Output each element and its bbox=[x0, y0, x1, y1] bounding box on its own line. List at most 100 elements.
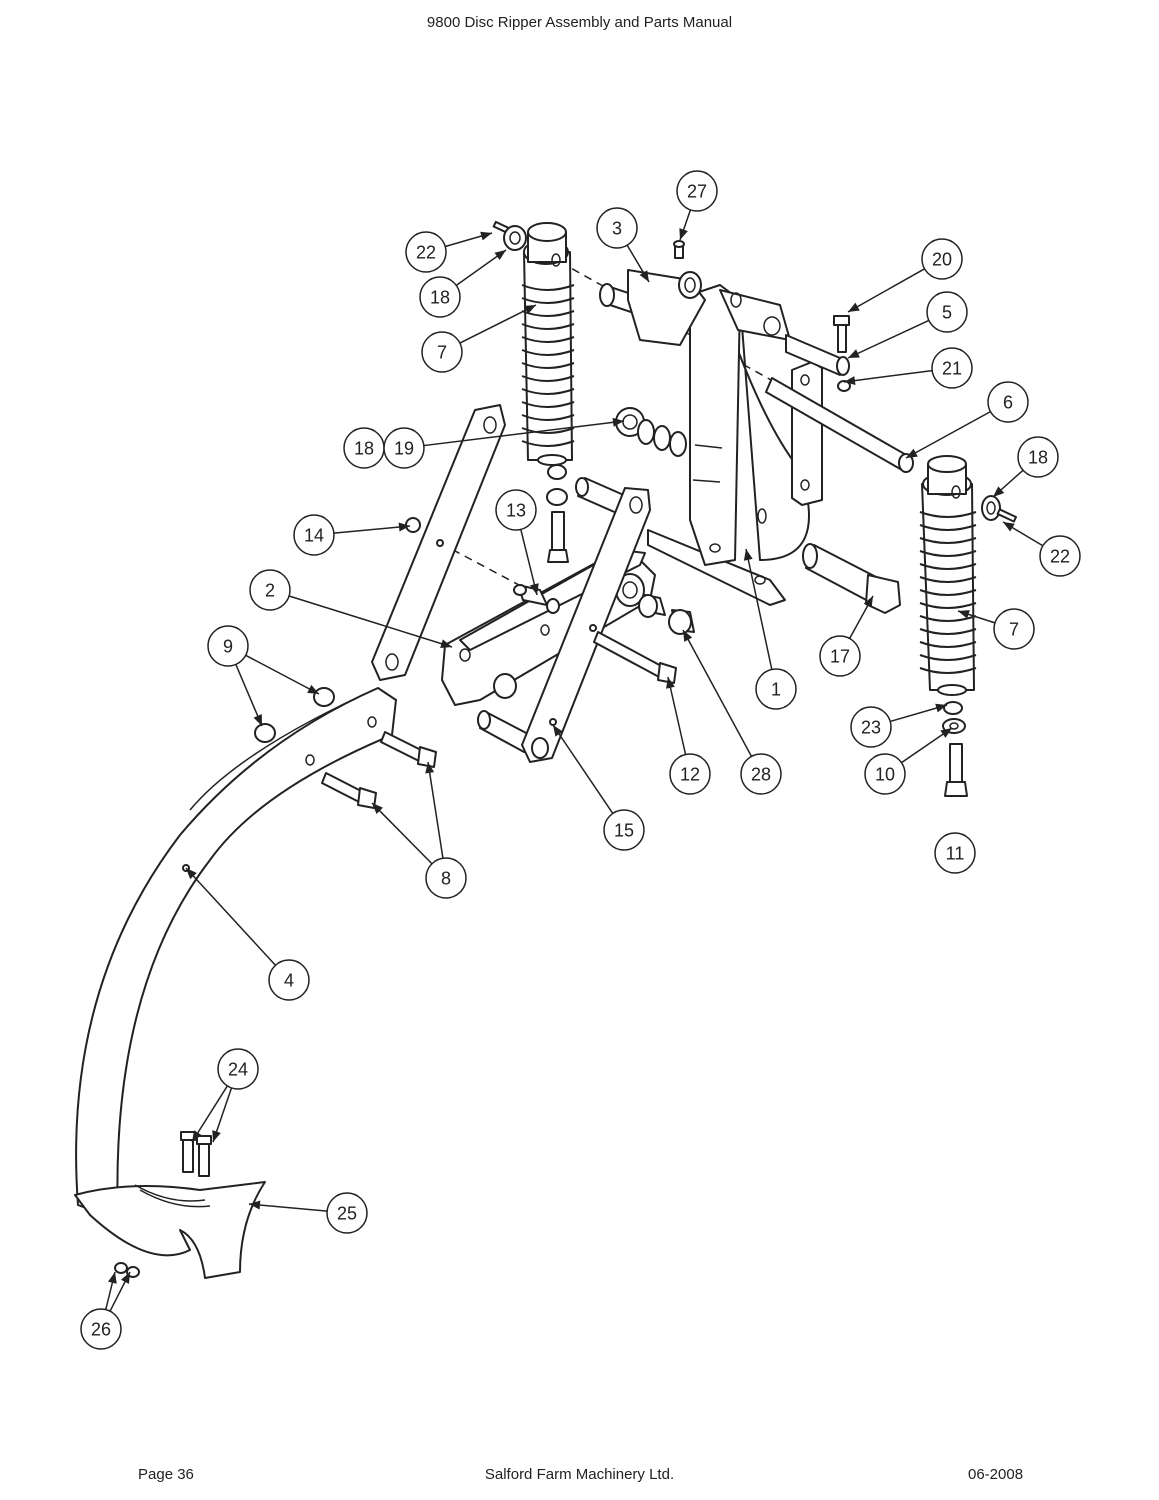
leader-arrowhead bbox=[186, 868, 197, 880]
part-point-25 bbox=[74, 1181, 266, 1279]
part-pin-short bbox=[785, 334, 850, 376]
callout-13: 13 bbox=[495, 489, 539, 596]
callout-circle bbox=[819, 635, 861, 677]
callout-circle bbox=[669, 753, 711, 795]
callout-6: 6 bbox=[905, 381, 1029, 459]
callout-label: 26 bbox=[91, 1320, 111, 1340]
callout-label: 4 bbox=[284, 971, 294, 991]
callout-label: 8 bbox=[441, 869, 451, 889]
footer-page-number: Page 36 bbox=[138, 1466, 194, 1483]
part-washer-upper-left bbox=[503, 225, 527, 251]
leader-arrowhead bbox=[108, 1272, 117, 1284]
callout-23: 23 bbox=[850, 703, 948, 748]
leader-arrowhead bbox=[480, 231, 492, 241]
callout-circle bbox=[1039, 535, 1081, 577]
callout-label: 14 bbox=[304, 526, 324, 546]
part-bolt-8a bbox=[380, 731, 437, 768]
callout-label: 18 bbox=[1028, 448, 1048, 468]
callout-2: 2 bbox=[249, 569, 453, 649]
leader-line bbox=[191, 1085, 228, 1143]
callout-24: 24 bbox=[191, 1048, 259, 1143]
callout-circle bbox=[921, 238, 963, 280]
callout-label: 18 bbox=[430, 288, 450, 308]
leader-line bbox=[905, 410, 991, 459]
part-pivot-block bbox=[599, 269, 706, 346]
part-nut-washers bbox=[615, 407, 687, 457]
leader-line bbox=[459, 304, 537, 344]
leader-arrowhead bbox=[848, 302, 860, 312]
callout-circle bbox=[383, 427, 425, 469]
part-set-screw bbox=[673, 240, 685, 259]
leader-arrowhead bbox=[743, 549, 753, 561]
leader-arrowhead bbox=[1003, 522, 1015, 532]
leader-arrowhead bbox=[529, 583, 539, 595]
callout-circle bbox=[217, 1048, 259, 1090]
callout-circle bbox=[80, 1308, 122, 1350]
part-cotter-pin-right bbox=[996, 508, 1018, 523]
leader-arrowhead bbox=[666, 677, 675, 689]
part-washer-right bbox=[981, 495, 1001, 521]
leader-arrowhead bbox=[307, 684, 319, 694]
callout-label: 24 bbox=[228, 1060, 248, 1080]
leader-line bbox=[847, 319, 930, 359]
callout-label: 17 bbox=[830, 647, 850, 667]
callout-22: 22 bbox=[405, 231, 493, 273]
leader-arrowhead bbox=[958, 610, 970, 619]
part-nut-23 bbox=[943, 701, 963, 715]
leader-line bbox=[745, 548, 773, 670]
leader-arrowhead bbox=[683, 630, 693, 642]
leader-line bbox=[185, 867, 277, 966]
part-main-bracket bbox=[647, 284, 810, 606]
callout-circle bbox=[495, 489, 537, 531]
part-link-rear bbox=[371, 404, 506, 681]
part-long-bolt bbox=[593, 631, 677, 684]
part-bolt-under-left-spring bbox=[546, 464, 569, 563]
callout-label: 22 bbox=[1050, 547, 1070, 567]
callout-22: 22 bbox=[1002, 521, 1081, 577]
leader-arrowhead bbox=[993, 486, 1005, 497]
leader-arrowhead bbox=[192, 1130, 202, 1142]
callout-5: 5 bbox=[847, 291, 968, 359]
part-pin-13 bbox=[513, 584, 560, 614]
callout-18: 18 bbox=[343, 427, 385, 469]
callout-label: 7 bbox=[1009, 620, 1019, 640]
leader-arrowhead bbox=[848, 349, 860, 358]
leader-arrowhead bbox=[935, 703, 947, 713]
part-large-bolt bbox=[802, 543, 901, 614]
leader-arrowhead bbox=[906, 448, 918, 458]
callout-label: 1 bbox=[771, 680, 781, 700]
part-nut-small bbox=[837, 380, 851, 392]
leader-arrowhead bbox=[863, 596, 873, 608]
leader-line bbox=[371, 802, 433, 865]
callout-label: 3 bbox=[612, 219, 622, 239]
part-bolt-11 bbox=[944, 743, 968, 797]
callout-circle bbox=[993, 608, 1035, 650]
callout-label: 5 bbox=[942, 303, 952, 323]
callout-circle bbox=[419, 276, 461, 318]
leader-arrowhead bbox=[524, 305, 536, 314]
leader-arrowhead bbox=[425, 762, 435, 774]
callout-label: 2 bbox=[265, 581, 275, 601]
footer-date: 06-2008 bbox=[968, 1466, 1024, 1483]
leader-line bbox=[248, 1203, 328, 1212]
leader-line bbox=[520, 529, 538, 596]
part-shank bbox=[75, 687, 397, 1221]
callout-10: 10 bbox=[864, 727, 953, 795]
callout-label: 11 bbox=[946, 844, 965, 864]
callout-circle bbox=[405, 231, 447, 273]
callout-label: 19 bbox=[394, 439, 414, 459]
part-nuts-26 bbox=[114, 1262, 140, 1278]
callout-circle bbox=[676, 170, 718, 212]
callout-label: 27 bbox=[687, 182, 707, 202]
callout-circle bbox=[249, 569, 291, 611]
callout-7: 7 bbox=[421, 304, 537, 373]
callout-circle bbox=[755, 668, 797, 710]
callout-circle bbox=[926, 291, 968, 333]
callout-circle bbox=[864, 753, 906, 795]
leader-line bbox=[427, 761, 444, 859]
callout-circle bbox=[934, 832, 976, 874]
callout-label: 22 bbox=[416, 243, 436, 263]
part-spring-right bbox=[919, 455, 977, 696]
page-header: 9800 Disc Ripper Assembly and Parts Manu… bbox=[426, 14, 733, 31]
